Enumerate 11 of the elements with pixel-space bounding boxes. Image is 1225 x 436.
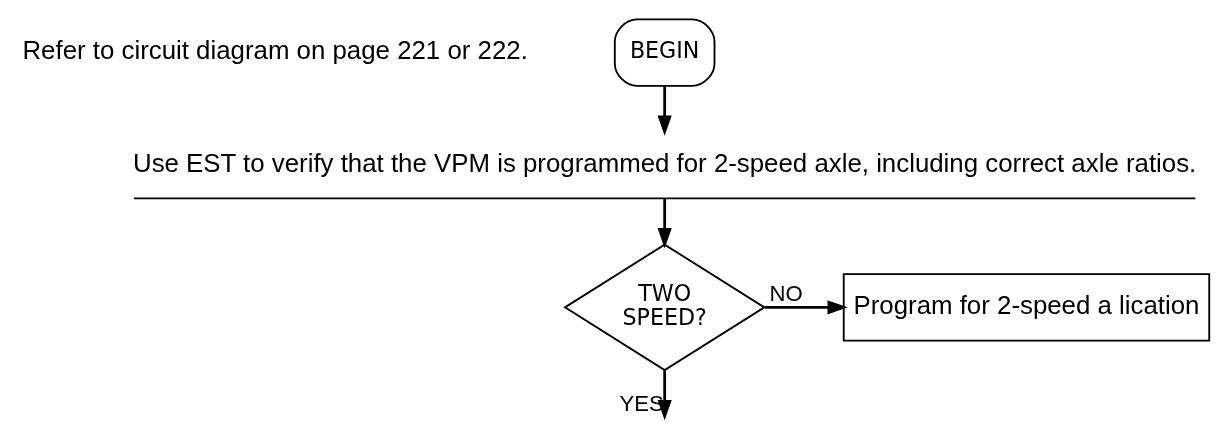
node-box: Program for 2-speed a lication	[842, 272, 1211, 342]
edge-label: YES	[619, 390, 664, 416]
edge-label: NO	[769, 280, 803, 306]
node-text: Use EST to verify that the VPM is programmed for 2-speed axle, including correct axle ratios.	[133, 148, 1197, 177]
arrow	[657, 85, 672, 136]
arrow	[765, 299, 848, 314]
arrow	[657, 369, 672, 420]
node-diamond: TWO SPEED?	[563, 243, 767, 371]
label: Refer to circuit diagram on page 221 or 222.	[22, 35, 528, 64]
arrow	[657, 198, 672, 248]
node-box: BEGIN	[613, 17, 716, 87]
